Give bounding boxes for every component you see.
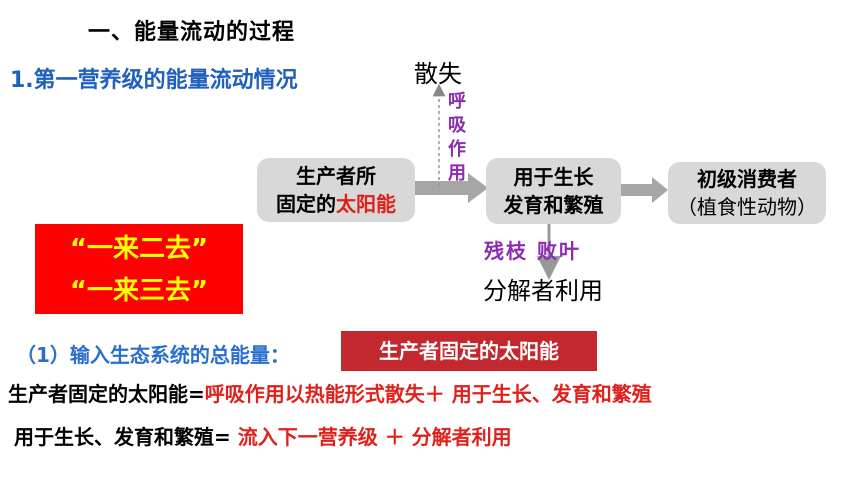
producer-box: 生产者所 固定的太阳能 xyxy=(257,158,415,222)
loss-label: 散失 xyxy=(414,60,462,88)
answer-box: 生产者固定的太阳能 xyxy=(341,331,597,371)
producer-line1: 生产者所 xyxy=(296,164,376,188)
sayings-box: “一来二去” “一来三去” xyxy=(35,224,243,314)
saying-2: “一来三去” xyxy=(69,276,209,306)
equation-1-right: 呼吸作用以热能形式散失＋ 用于生长、发育和繁殖 xyxy=(204,382,652,406)
question-label: （1）输入生态系统的总能量： xyxy=(16,343,290,367)
equation-2-left: 用于生长、发育和繁殖= xyxy=(14,425,238,449)
equation-1-left: 生产者固定的太阳能= xyxy=(8,382,205,406)
equation-2-right: 流入下一营养级 ＋ 分解者利用 xyxy=(237,425,512,449)
section-heading: 一、能量流动的过程 xyxy=(88,20,296,45)
growth-line2: 发育和繁殖 xyxy=(503,193,604,217)
arrow-producer-to-growth xyxy=(415,173,488,203)
equation-1: 生产者固定的太阳能=呼吸作用以热能形式散失＋ 用于生长、发育和繁殖 xyxy=(8,378,652,407)
residue-label: 残枝 败叶 xyxy=(484,239,581,263)
consumer-line2: （植食性动物） xyxy=(677,195,817,219)
subsection-heading: 1.第一营养级的能量流动情况 xyxy=(10,68,298,93)
solar-energy-highlight: 太阳能 xyxy=(336,192,396,216)
growth-line1: 用于生长 xyxy=(513,165,594,189)
equation-2: 用于生长、发育和繁殖= 流入下一营养级 ＋ 分解者利用 xyxy=(14,421,512,450)
saying-1: “一来二去” xyxy=(69,234,209,264)
consumer-line1: 初级消费者 xyxy=(697,167,797,191)
producer-line2: 固定的 xyxy=(276,192,336,216)
decomposer-label: 分解者利用 xyxy=(483,277,603,305)
growth-box: 用于生长 发育和繁殖 xyxy=(486,158,621,224)
arrow-growth-to-consumer xyxy=(621,177,668,203)
consumer-box: 初级消费者 （植食性动物） xyxy=(668,162,826,224)
respiration-label: 呼 吸 作 用 xyxy=(448,91,466,184)
